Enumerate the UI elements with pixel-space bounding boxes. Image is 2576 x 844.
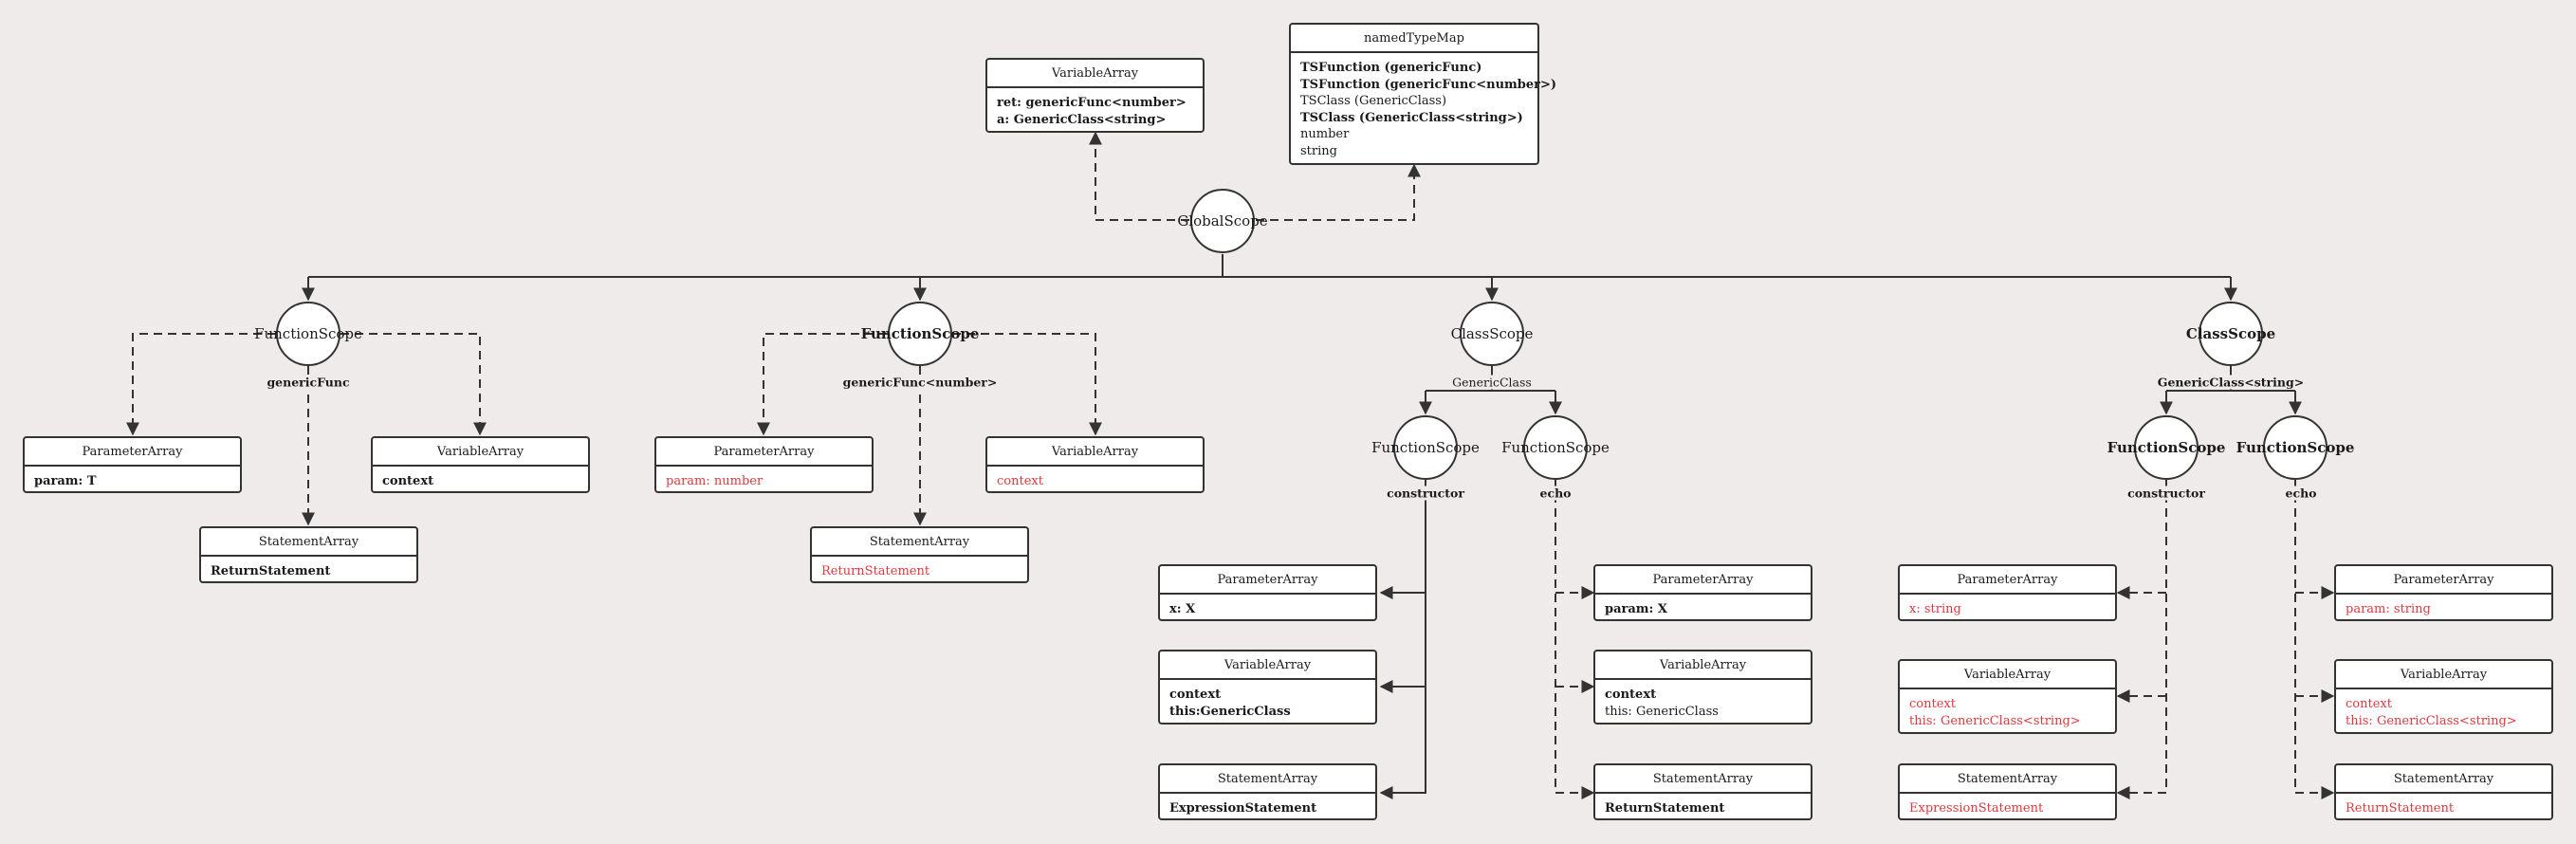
function-scope-label: FunctionScope xyxy=(1371,439,1480,456)
box-item: string xyxy=(1300,143,1337,158)
global-scope-label: GlobalScope xyxy=(1177,212,1268,229)
box-item: ReturnStatement xyxy=(211,564,331,578)
function-scope-label: FunctionScope xyxy=(254,325,362,342)
scope-name: genericFunc<number> xyxy=(841,375,999,390)
variable-array: VariableArray context this: GenericClass… xyxy=(1898,659,2117,734)
box-title: VariableArray xyxy=(1595,651,1811,680)
box-title: ParameterArray xyxy=(2336,566,2551,595)
box-title: StatementArray xyxy=(2336,765,2551,794)
function-scope-label: FunctionScope xyxy=(1501,439,1610,456)
statement-array: StatementArray ReturnStatement xyxy=(199,526,418,583)
box-item: context xyxy=(1909,697,1956,711)
scope-name: constructor xyxy=(2126,486,2206,501)
statement-array: StatementArray ReturnStatement xyxy=(2334,763,2553,820)
box-item: param: X xyxy=(1605,602,1667,616)
box-item: ExpressionStatement xyxy=(1909,801,2044,816)
box-title: ParameterArray xyxy=(656,438,872,467)
parameter-array: ParameterArray param: number xyxy=(654,436,874,493)
box-item: this: GenericClass<string> xyxy=(2346,713,2517,728)
box-item: number xyxy=(1300,127,1350,141)
variable-array: VariableArray context this:GenericClass xyxy=(1158,650,1377,725)
box-title: ParameterArray xyxy=(1900,566,2115,595)
box-item: param: T xyxy=(34,474,97,488)
parameter-array: ParameterArray param: X xyxy=(1593,564,1812,621)
box-title: VariableArray xyxy=(1900,661,2115,689)
function-scope-label: FunctionScope xyxy=(2236,439,2355,456)
box-item: TSClass (GenericClass) xyxy=(1300,94,1447,108)
class-scope-node xyxy=(1460,302,1524,366)
box-title: namedTypeMap xyxy=(1291,25,1537,53)
parameter-array: ParameterArray x: string xyxy=(1898,564,2117,621)
box-item: TSFunction (genericFunc) xyxy=(1300,61,1482,75)
global-scope-node xyxy=(1190,189,1255,253)
named-type-map: namedTypeMap TSFunction (genericFunc) TS… xyxy=(1289,23,1557,165)
scope-name: genericFunc xyxy=(266,375,351,390)
box-title: StatementArray xyxy=(812,528,1027,557)
box-title: ParameterArray xyxy=(25,438,240,467)
box-title: StatementArray xyxy=(1160,765,1375,794)
function-scope-node xyxy=(276,302,340,366)
function-scope-node xyxy=(2134,415,2199,480)
box-title: ParameterArray xyxy=(1160,566,1375,595)
parameter-array: ParameterArray x: X xyxy=(1158,564,1377,621)
statement-array: StatementArray ReturnStatement xyxy=(810,526,1029,583)
statement-array: StatementArray ExpressionStatement xyxy=(1898,763,2117,820)
scope-name: constructor xyxy=(1386,486,1465,501)
scope-name: echo xyxy=(1538,486,1573,501)
box-title: ParameterArray xyxy=(1595,566,1811,595)
class-scope-label: ClassScope xyxy=(1450,325,1534,342)
function-scope-node xyxy=(1393,415,1458,480)
box-item: this: GenericClass xyxy=(1605,704,1719,719)
box-title: VariableArray xyxy=(987,438,1203,467)
box-item: TSFunction (genericFunc<number>) xyxy=(1300,77,1557,92)
box-item: ret: genericFunc<number> xyxy=(997,96,1187,110)
statement-array: StatementArray ExpressionStatement xyxy=(1158,763,1377,820)
global-variable-array: VariableArray ret: genericFunc<number> a… xyxy=(985,58,1205,133)
scope-name: GenericClass xyxy=(1451,375,1533,390)
box-title: VariableArray xyxy=(373,438,588,467)
box-item: ReturnStatement xyxy=(821,564,930,578)
box-item: ReturnStatement xyxy=(2346,801,2455,816)
statement-array: StatementArray ReturnStatement xyxy=(1593,763,1812,820)
box-title: StatementArray xyxy=(201,528,416,557)
variable-array: VariableArray context xyxy=(985,436,1205,493)
box-title: StatementArray xyxy=(1900,765,2115,794)
box-item: context xyxy=(997,474,1043,488)
class-scope-label: ClassScope xyxy=(2185,325,2276,342)
box-item: x: X xyxy=(1169,602,1196,616)
box-title: VariableArray xyxy=(1160,651,1375,680)
box-item: context xyxy=(1169,688,1222,702)
box-item: param: string xyxy=(2346,602,2431,616)
variable-array: VariableArray context xyxy=(371,436,590,493)
box-item: x: string xyxy=(1909,602,1961,616)
function-scope-label: FunctionScope xyxy=(860,325,980,342)
box-item: context xyxy=(2346,697,2392,711)
box-title: VariableArray xyxy=(987,60,1203,88)
variable-array: VariableArray context this: GenericClass… xyxy=(2334,659,2553,734)
parameter-array: ParameterArray param: T xyxy=(23,436,242,493)
box-title: VariableArray xyxy=(2336,661,2551,689)
box-item: context xyxy=(382,474,434,488)
box-item: ReturnStatement xyxy=(1605,801,1725,816)
variable-array: VariableArray context this: GenericClass xyxy=(1593,650,1812,725)
box-item: this: GenericClass<string> xyxy=(1909,713,2081,728)
box-item: param: number xyxy=(666,474,764,488)
parameter-array: ParameterArray param: string xyxy=(2334,564,2553,621)
scope-name: GenericClass<string> xyxy=(2156,375,2306,390)
box-title: StatementArray xyxy=(1595,765,1811,794)
scope-name: echo xyxy=(2284,486,2318,501)
function-scope-label: FunctionScope xyxy=(2107,439,2226,456)
function-scope-node xyxy=(1523,415,1588,480)
box-item: this:GenericClass xyxy=(1169,704,1291,719)
box-item: ExpressionStatement xyxy=(1169,801,1317,816)
box-item: context xyxy=(1605,688,1657,702)
function-scope-node xyxy=(2263,415,2328,480)
class-scope-node xyxy=(2199,302,2263,366)
box-item: TSClass (GenericClass<string>) xyxy=(1300,110,1523,125)
box-item: a: GenericClass<string> xyxy=(997,112,1167,127)
function-scope-node xyxy=(888,302,952,366)
